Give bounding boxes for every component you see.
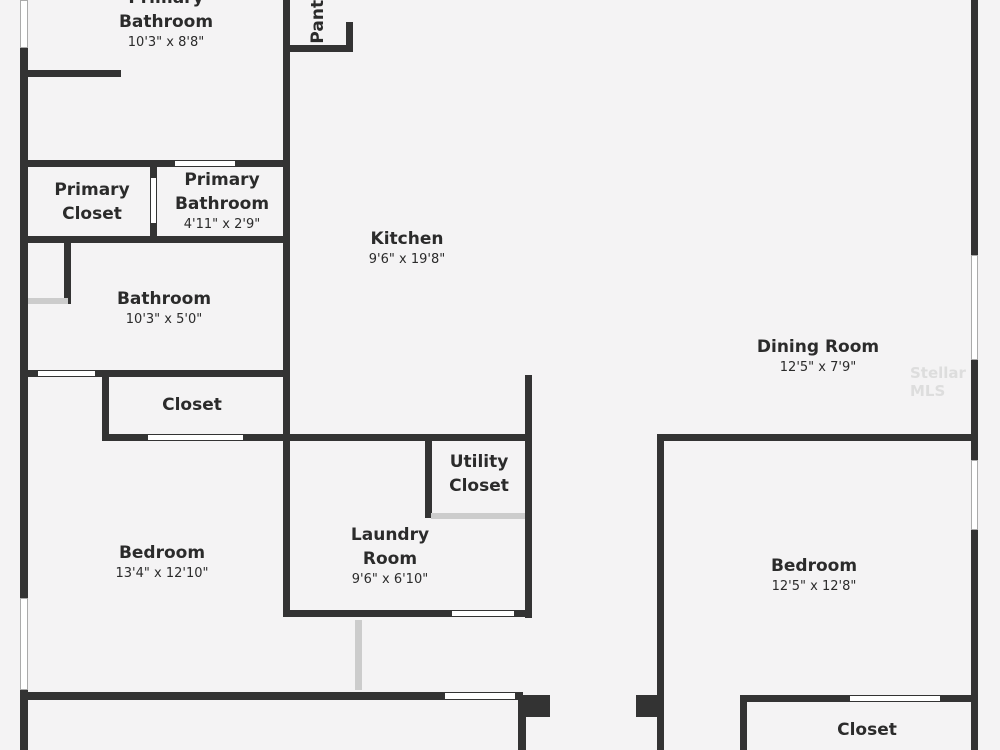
door [850, 696, 940, 701]
room-pantry: Pantry [308, 0, 328, 44]
door [148, 435, 243, 440]
wall [431, 513, 525, 519]
room-primary-closet: Primary Closet [54, 180, 130, 224]
wall [28, 160, 283, 167]
wall [102, 377, 109, 441]
wall [64, 242, 71, 304]
room-primary-bathroom-2: Primary Bathroom 4'11" x 2'9" [172, 168, 272, 234]
room-size: 9'6" x 6'10" [351, 572, 429, 587]
room-size: 9'6" x 19'8" [368, 252, 446, 267]
room-dining-room: Dining Room 12'5" x 7'9" [757, 335, 879, 377]
wall [518, 695, 550, 717]
wall [636, 695, 658, 717]
wall [28, 236, 283, 243]
wall [283, 610, 532, 617]
room-size: 4'11" x 2'9" [183, 217, 261, 232]
room-closet: Closet [162, 395, 222, 415]
wall [525, 375, 532, 618]
room-closet-2: Closet [837, 720, 897, 740]
room-laundry: Laundry Room 9'6" x 6'10" [345, 523, 435, 589]
door [151, 178, 156, 223]
wall [518, 700, 526, 750]
wall [657, 434, 975, 441]
wall [425, 440, 432, 518]
room-size: 10'3" x 8'8" [127, 35, 205, 50]
door [452, 611, 514, 616]
room-kitchen: Kitchen 9'6" x 19'8" [369, 227, 445, 269]
room-name: Dining Room [756, 337, 880, 357]
wall [657, 434, 664, 750]
room-size: 13'4" x 12'10" [115, 566, 209, 581]
room-primary-bathroom: Primary Bathroom 10'3" x 8'8" [111, 0, 221, 52]
room-name: Primary Bathroom [118, 0, 214, 32]
door [445, 693, 515, 699]
window [971, 460, 978, 530]
wall [28, 692, 523, 700]
room-bedroom: Bedroom 13'4" x 12'10" [116, 541, 209, 583]
window [971, 255, 978, 360]
room-name: Kitchen [370, 229, 444, 249]
wall [346, 22, 353, 52]
room-name: Laundry Room [350, 525, 430, 569]
wall [102, 434, 532, 441]
wall [28, 70, 121, 77]
window [20, 598, 28, 690]
wall [28, 370, 283, 377]
room-name: Bathroom [116, 289, 212, 309]
room-name: Bedroom [770, 556, 858, 576]
wall [288, 45, 353, 52]
door [175, 161, 235, 166]
room-name: Bedroom [118, 543, 206, 563]
room-name: Primary Bathroom [174, 170, 270, 214]
wall [20, 0, 28, 750]
wall [283, 0, 290, 617]
room-size: 12'5" x 7'9" [779, 360, 857, 375]
wall [355, 620, 362, 690]
wall [740, 695, 747, 750]
room-size: 10'3" x 5'0" [125, 312, 203, 327]
watermark: Stellar MLS [910, 364, 966, 400]
wall [971, 0, 978, 750]
window [20, 0, 28, 48]
wall [28, 298, 68, 304]
room-utility-closet: Utility Closet [449, 452, 509, 496]
room-bathroom: Bathroom 10'3" x 5'0" [117, 287, 211, 329]
door [38, 371, 95, 376]
room-bedroom-2: Bedroom 12'5" x 12'8" [771, 554, 857, 596]
room-size: 12'5" x 12'8" [771, 579, 857, 594]
